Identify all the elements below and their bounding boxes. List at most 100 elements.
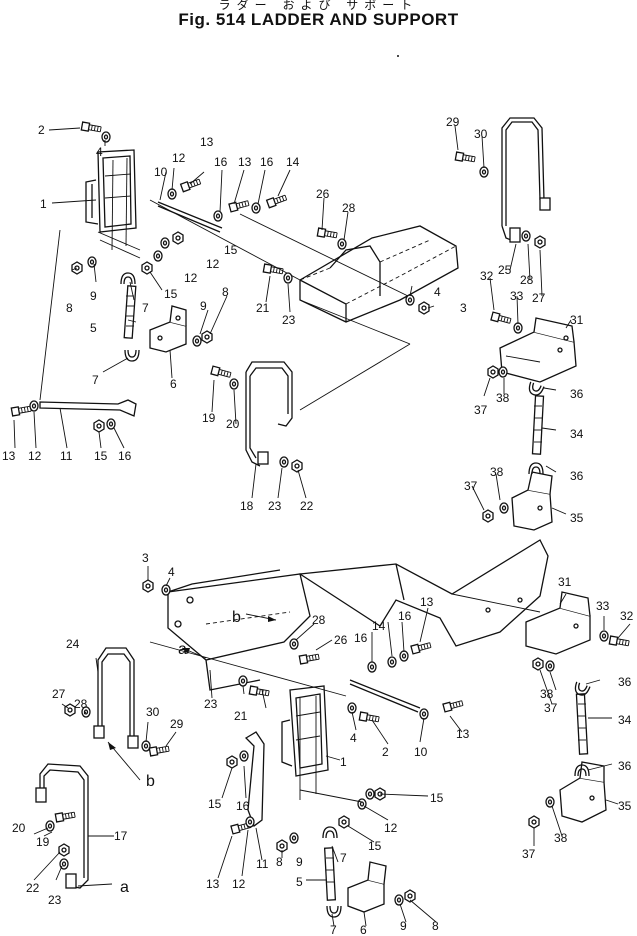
- callout: 37: [522, 847, 536, 861]
- callout: 1: [340, 755, 347, 769]
- callout: 28: [312, 613, 326, 627]
- callout: 38: [540, 687, 554, 701]
- callout: 37: [474, 403, 488, 417]
- callout: 7: [330, 923, 337, 936]
- callout: 7: [340, 851, 347, 865]
- callout: 33: [510, 289, 524, 303]
- callout: 30: [146, 705, 160, 719]
- callout: 7: [92, 373, 99, 387]
- callout: 4: [168, 565, 175, 579]
- callout: 6: [360, 923, 367, 936]
- callout: 38: [496, 391, 510, 405]
- callout: 2: [38, 123, 45, 137]
- callout: 27: [532, 291, 546, 305]
- lower-view-artwork: [33, 539, 631, 927]
- callout-letter: a: [120, 879, 129, 896]
- callout: 31: [570, 313, 584, 327]
- title-japanese: ラダー および サポート: [218, 0, 419, 12]
- callout: 28: [342, 201, 356, 215]
- callout: 25: [498, 263, 512, 277]
- callout: 26: [334, 633, 348, 647]
- callout: 23: [282, 313, 296, 327]
- callout: 13: [420, 595, 434, 609]
- callout-letter: a: [178, 641, 187, 658]
- callout: 36: [618, 675, 632, 689]
- callout: 4: [96, 145, 103, 159]
- callout: 26: [316, 187, 330, 201]
- callout: 12: [384, 821, 398, 835]
- callout: 8: [276, 855, 283, 869]
- callout: 1: [40, 197, 47, 211]
- callout: 23: [204, 697, 218, 711]
- callout: 31: [558, 575, 572, 589]
- callout: 8: [66, 301, 73, 315]
- callout: 36: [570, 387, 584, 401]
- callout: 16: [236, 799, 250, 813]
- callout: 37: [544, 701, 558, 715]
- callout: 9: [400, 919, 407, 933]
- callout: 16: [354, 631, 368, 645]
- lower-callouts: 3 4 b 28 26 a 23 21 24 27 28 30 29 b 20 …: [12, 551, 634, 936]
- callout: 14: [372, 619, 386, 633]
- callout-letter: b: [146, 773, 155, 790]
- callout: 34: [570, 427, 584, 441]
- callout: 13: [206, 877, 220, 891]
- callout: 22: [26, 881, 40, 895]
- callout: 29: [170, 717, 184, 731]
- callout: 16: [260, 155, 274, 169]
- callout: 38: [490, 465, 504, 479]
- callout: 12: [206, 257, 220, 271]
- callout: 11: [256, 857, 269, 871]
- callout: 13: [2, 449, 16, 463]
- callout: 16: [214, 155, 228, 169]
- callout: 11: [60, 449, 73, 463]
- callout: 5: [90, 321, 97, 335]
- callout: 28: [520, 273, 534, 287]
- callout: 14: [286, 155, 300, 169]
- callout: 4: [350, 731, 357, 745]
- callout: 15: [368, 839, 382, 853]
- callout: 5: [296, 875, 303, 889]
- callout: 10: [414, 745, 428, 759]
- callout: 6: [170, 377, 177, 391]
- callout: 9: [296, 855, 303, 869]
- callout: 21: [234, 709, 248, 723]
- callout: 3: [142, 551, 149, 565]
- callout: 9: [200, 299, 207, 313]
- callout: 15: [164, 287, 178, 301]
- callout: 20: [12, 821, 26, 835]
- callout: 29: [446, 115, 460, 129]
- callout: 12: [28, 449, 42, 463]
- callout: 24: [66, 637, 80, 651]
- callout: 23: [48, 893, 62, 907]
- callout: 17: [114, 829, 128, 843]
- callout: 12: [184, 271, 198, 285]
- callout: 35: [570, 511, 584, 525]
- callout: 23: [268, 499, 282, 513]
- callout: 22: [300, 499, 314, 513]
- callout: 16: [118, 449, 132, 463]
- figure-title: Fig. 514 LADDER AND SUPPORT: [178, 10, 459, 29]
- callout: 13: [238, 155, 252, 169]
- callout: 8: [222, 285, 229, 299]
- upper-view-artwork: [10, 117, 577, 531]
- callout: 13: [456, 727, 470, 741]
- callout: 4: [434, 285, 441, 299]
- callout: 10: [154, 165, 168, 179]
- callout: 38: [554, 831, 568, 845]
- callout: 36: [570, 469, 584, 483]
- callout: 2: [382, 745, 389, 759]
- callout: 36: [618, 759, 632, 773]
- callout-letter: b: [232, 609, 241, 626]
- callout: 19: [202, 411, 216, 425]
- upper-callouts: 2 4 1 10 12 13 16 13 16 14 15 12 12 8 9 …: [2, 115, 584, 525]
- callout: 15: [208, 797, 222, 811]
- callout: 18: [240, 499, 254, 513]
- callout: 27: [52, 687, 66, 701]
- callout: 21: [256, 301, 270, 315]
- callout: 9: [90, 289, 97, 303]
- callout: 33: [596, 599, 610, 613]
- callout: 13: [200, 135, 214, 149]
- callout: 20: [226, 417, 240, 431]
